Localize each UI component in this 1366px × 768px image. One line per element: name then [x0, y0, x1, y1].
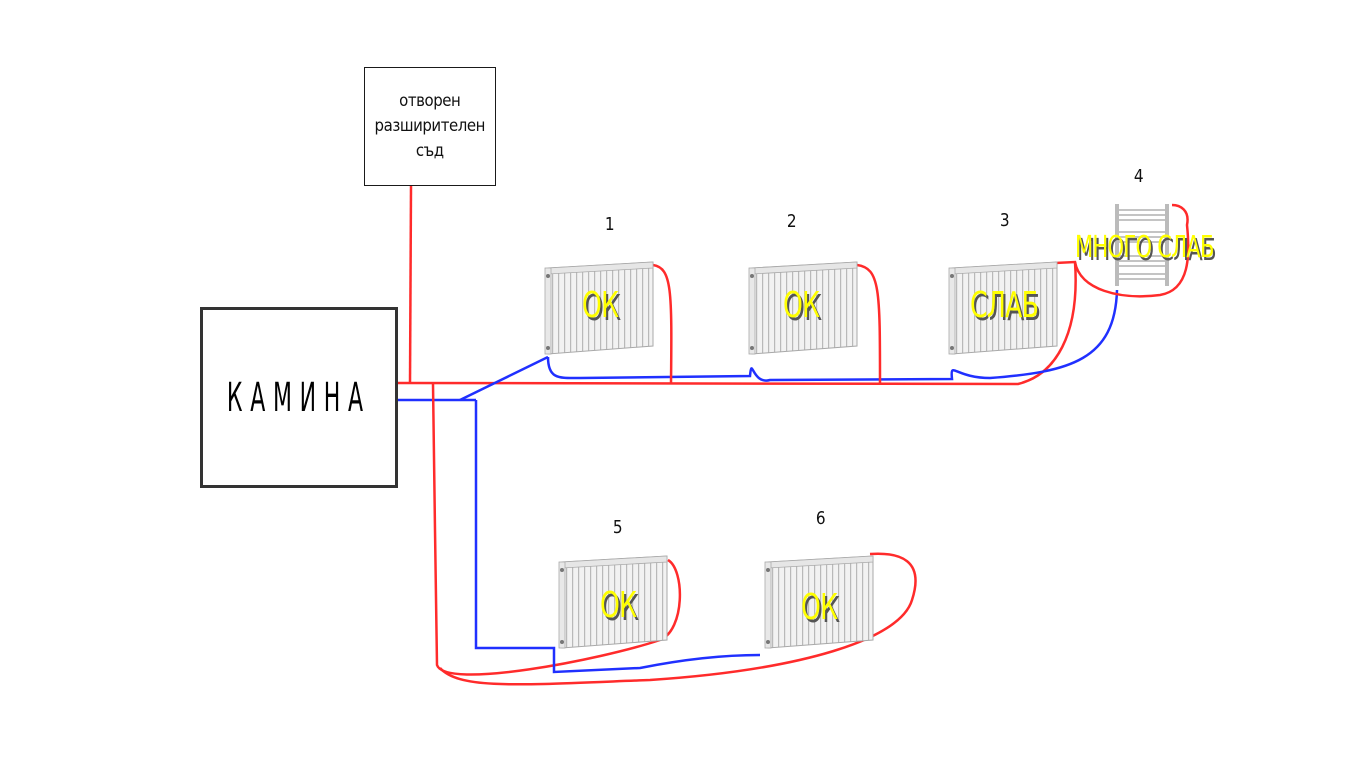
radiator-3-status: СЛАБ [970, 285, 1039, 326]
return-line-pipe [546, 289, 1119, 382]
radiator-4-status: МНОГО СЛАБ [1075, 230, 1214, 265]
radiator-5-status: ОК [600, 585, 637, 626]
radiator-3-supply-pipe [1054, 203, 1190, 298]
expansion-pipe [408, 185, 413, 385]
radiator-1-number: 1 [604, 214, 615, 235]
radiator-2-status: ОК [783, 285, 820, 326]
radiator-2-supply-pipe [856, 263, 882, 385]
radiator-6-status: ОК [801, 587, 838, 628]
radiator-4-number: 4 [1133, 166, 1144, 187]
lower-supply-pipe-6 [439, 552, 917, 686]
lower-return-pipe [474, 400, 761, 674]
lower-supply-pipe [431, 383, 682, 676]
radiator-4-towel-rail-icon [1115, 204, 1169, 286]
expansion-tank: отворен разширителен съд [364, 67, 496, 186]
radiator-3-number: 3 [999, 210, 1010, 231]
expansion-tank-label: отворен разширителен съд [374, 91, 486, 161]
radiator-5-number: 5 [612, 517, 623, 538]
radiator-1-supply-pipe [652, 263, 673, 385]
radiator-6-number: 6 [815, 508, 826, 529]
fireplace-label: КАМИНА [227, 374, 371, 421]
supply-main-pipe [397, 261, 1077, 386]
radiator-1-status: ОК [582, 285, 619, 326]
return-branch-pipe [459, 355, 549, 402]
radiator-2-number: 2 [786, 211, 797, 232]
fireplace-boiler: КАМИНА [200, 307, 398, 488]
